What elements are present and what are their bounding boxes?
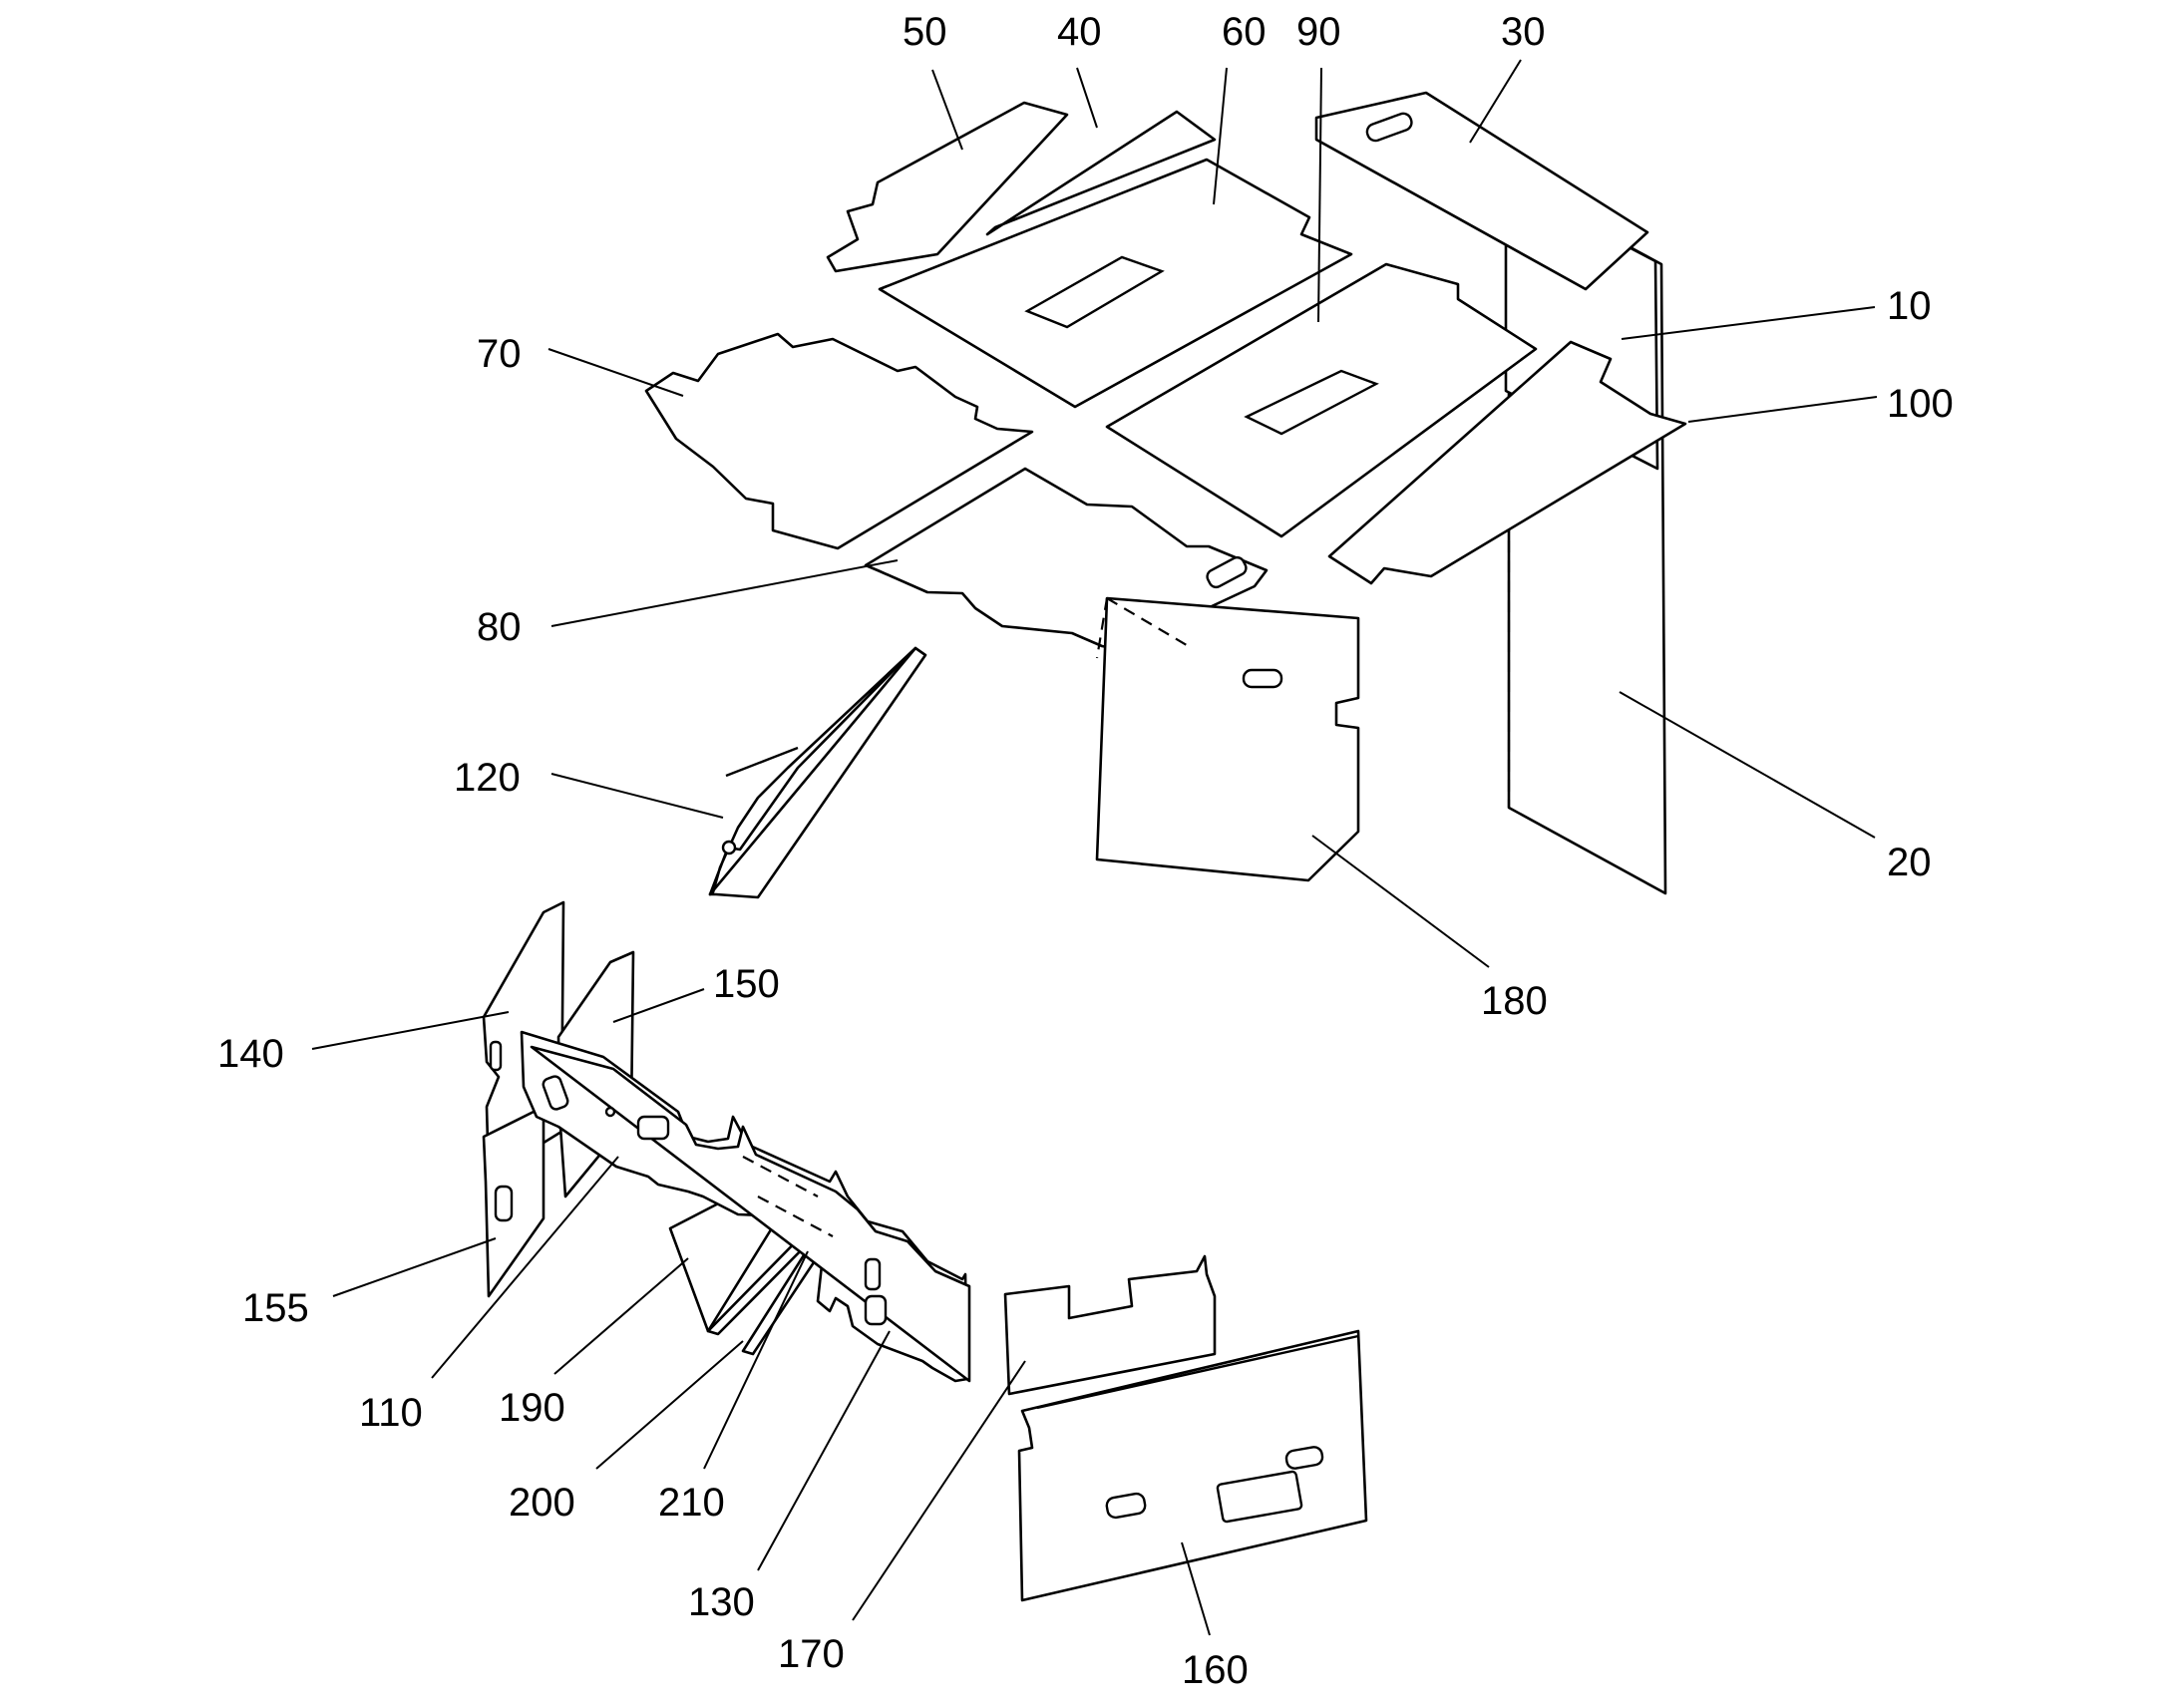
part-110-130-channel — [520, 1030, 971, 1383]
label-170: 170 — [778, 1632, 845, 1676]
label-150: 150 — [713, 962, 780, 1006]
part-90-sheet — [1105, 262, 1538, 538]
part-100-strip — [1327, 340, 1687, 585]
part-180-panel — [1095, 596, 1360, 882]
part-170-panel — [1003, 1254, 1217, 1396]
label-110: 110 — [359, 1391, 423, 1435]
label-130: 130 — [688, 1580, 755, 1624]
label-80: 80 — [477, 605, 522, 649]
reference-labels: 50 40 60 90 30 10 100 70 80 120 20 180 1… — [217, 10, 1954, 1692]
label-50: 50 — [903, 10, 947, 54]
part-40-strip — [985, 110, 1217, 236]
part-30-top-panel — [1314, 91, 1649, 291]
label-60: 60 — [1222, 10, 1267, 54]
part-50-strip — [826, 101, 1069, 273]
label-190: 190 — [499, 1386, 565, 1430]
part-155-bracket — [482, 1105, 545, 1298]
label-200: 200 — [509, 1481, 575, 1525]
part-60-sheet — [878, 158, 1353, 409]
label-180: 180 — [1481, 979, 1548, 1023]
label-20: 20 — [1887, 841, 1932, 884]
label-30: 30 — [1501, 10, 1546, 54]
leader-lines — [311, 59, 1878, 1636]
label-160: 160 — [1182, 1648, 1249, 1692]
label-90: 90 — [1296, 10, 1341, 54]
label-155: 155 — [242, 1286, 309, 1330]
label-40: 40 — [1057, 10, 1102, 54]
part-120-gusset — [708, 646, 927, 899]
part-160-panel — [1017, 1329, 1368, 1602]
label-210: 210 — [658, 1481, 725, 1525]
part-70-notched-sheet — [644, 332, 1034, 550]
label-70: 70 — [477, 332, 522, 376]
label-120: 120 — [454, 756, 521, 800]
label-140: 140 — [217, 1032, 284, 1076]
label-10: 10 — [1887, 284, 1932, 328]
label-100: 100 — [1887, 382, 1954, 426]
